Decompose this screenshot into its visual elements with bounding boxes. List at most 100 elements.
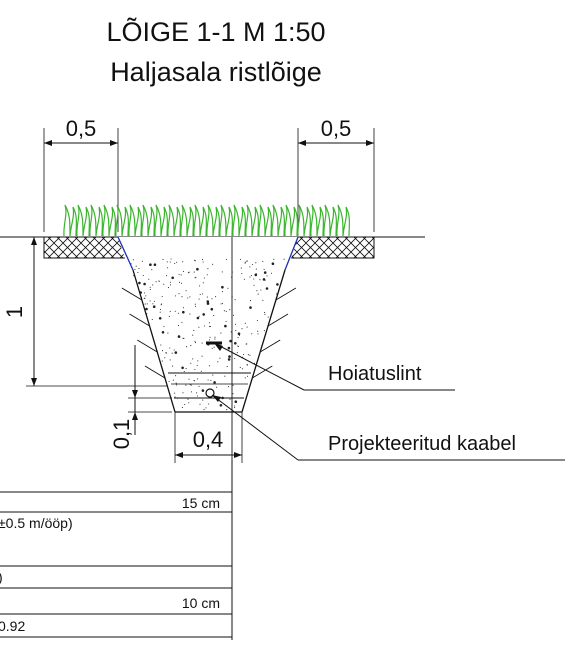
gravel-dot	[206, 274, 208, 276]
gravel-dot	[209, 336, 211, 338]
callout-label-cable: Projekteeritud kaabel	[328, 433, 516, 455]
gravel-dot	[134, 268, 136, 270]
grass-tuft	[128, 204, 142, 237]
gravel-dot	[264, 313, 266, 315]
gravel-dot	[256, 290, 258, 292]
gravel-dot	[202, 399, 204, 401]
dimension-top-right: 0,5	[297, 116, 375, 232]
gravel-dot	[172, 365, 174, 367]
gravel-dot	[276, 283, 279, 286]
gravel-dot	[196, 316, 200, 320]
gravel-dot	[194, 340, 196, 342]
table-row5-text: 0.92	[0, 618, 25, 634]
gravel-dot	[246, 375, 249, 377]
gravel-dot	[236, 352, 238, 354]
gravel-dot	[193, 379, 195, 382]
gravel-dot	[253, 284, 255, 286]
gravel-dot	[168, 315, 170, 317]
gravel-dot	[182, 310, 185, 314]
compaction-tick	[121, 287, 143, 301]
gravel-dot	[198, 315, 200, 317]
gravel-dot	[183, 370, 185, 373]
grass-tuft	[193, 204, 207, 237]
trench-fill	[118, 237, 298, 412]
gravel-dot	[194, 368, 196, 371]
grass-tuft	[63, 204, 77, 237]
grass-tuft	[180, 204, 194, 237]
gravel-dot	[237, 345, 239, 347]
dimension-label-depth: 1	[2, 306, 27, 318]
gravel-dot	[197, 378, 199, 380]
gravel-dot	[238, 334, 240, 337]
gravel-dot	[177, 325, 180, 327]
gravel-dot	[221, 291, 224, 293]
gravel-dot	[163, 325, 165, 327]
gravel-dot	[208, 325, 211, 327]
gravel-dot	[149, 300, 151, 302]
gravel-dot	[151, 318, 153, 321]
gravel-dot	[196, 392, 198, 394]
gravel-dot	[190, 345, 192, 347]
gravel-dot	[189, 296, 191, 298]
gravel-dot	[214, 336, 216, 338]
gravel-dot	[180, 274, 182, 276]
gravel-dot	[201, 342, 203, 344]
gravel-dot	[234, 405, 236, 407]
gravel-dot	[138, 268, 140, 270]
gravel-dot	[224, 324, 227, 328]
gravel-dot	[184, 403, 186, 406]
gravel-dot	[263, 268, 265, 270]
gravel-dot	[149, 263, 152, 267]
gravel-dot	[158, 317, 162, 320]
dimension-bed: 0,1	[109, 345, 172, 449]
gravel-dot	[143, 297, 145, 299]
gravel-dot	[195, 276, 197, 278]
gravel-dot	[174, 262, 176, 265]
grass-tuft	[102, 204, 116, 237]
gravel-dot	[152, 303, 154, 305]
gravel-dot	[188, 378, 190, 380]
gravel-dot	[247, 354, 249, 356]
gravel-dot	[270, 272, 272, 274]
gravel-dot	[193, 271, 195, 273]
gravel-dot	[214, 338, 216, 340]
trench-wall-right-upper	[284, 236, 299, 271]
gravel-dot	[220, 332, 222, 334]
gravel-dot	[173, 349, 175, 351]
gravel-dot	[257, 330, 259, 332]
gravel-dot	[187, 272, 189, 274]
gravel-dot	[158, 280, 160, 282]
gravel-dot	[169, 310, 171, 312]
gravel-dot	[262, 299, 264, 301]
gravel-dot	[234, 323, 237, 325]
grass-tuft	[76, 204, 90, 237]
gravel-dot	[275, 293, 278, 295]
gravel-dot	[166, 275, 168, 277]
gravel-dot	[246, 363, 248, 365]
gravel-dot	[167, 287, 170, 289]
gravel-dot	[206, 302, 210, 305]
gravel-dot	[226, 409, 228, 411]
grass-tuft	[219, 204, 233, 237]
gravel-dot	[174, 392, 176, 394]
gravel-dot	[193, 329, 195, 331]
gravel-dot	[263, 330, 265, 332]
gravel-dot	[152, 305, 156, 309]
gravel-dot	[203, 277, 205, 279]
grass-tuft	[154, 204, 168, 237]
gravel-dot	[223, 310, 225, 312]
gravel-dot	[167, 332, 169, 334]
trench-wall-right	[241, 269, 286, 413]
gravel-dot	[175, 295, 177, 297]
gravel-dot	[169, 359, 171, 361]
gravel-dot	[259, 279, 261, 281]
gravel-dot	[142, 274, 144, 277]
grass-symbol	[63, 204, 350, 237]
gravel-dot	[210, 307, 214, 311]
gravel-dot	[174, 396, 176, 398]
gravel-dot	[181, 296, 183, 298]
gravel-dot	[219, 404, 223, 407]
gravel-dot	[182, 270, 185, 272]
gravel-dot	[249, 266, 251, 268]
gravel-dot	[192, 358, 194, 360]
